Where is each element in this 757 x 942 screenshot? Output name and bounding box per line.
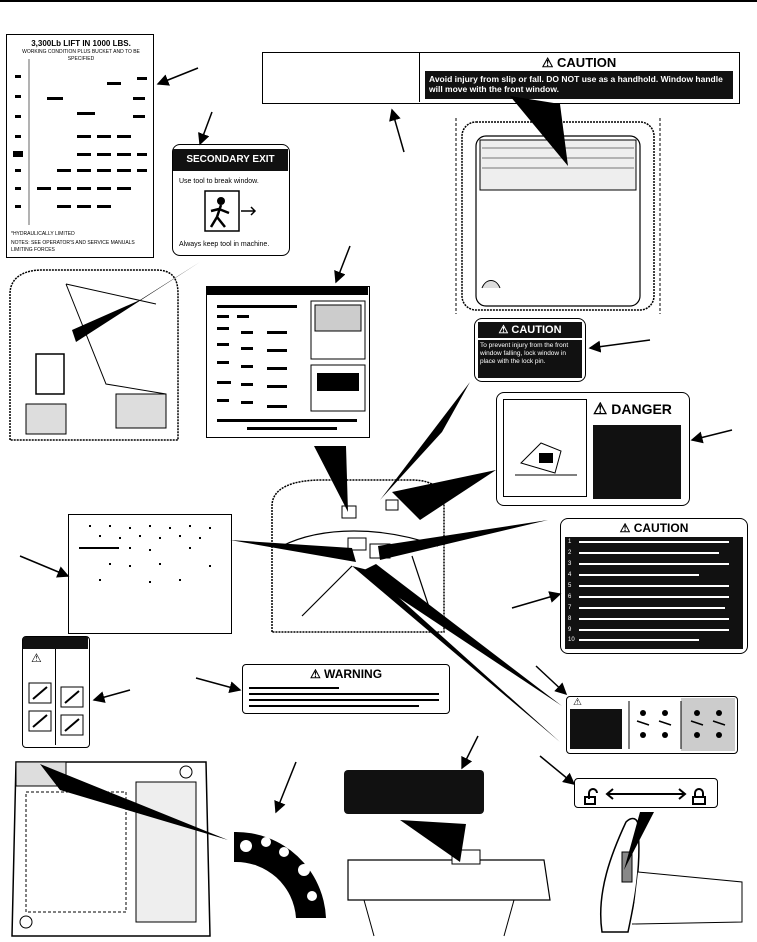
caution-item-6: 6 (568, 594, 572, 600)
caution-latch-text: To prevent injury from the front window … (478, 340, 582, 378)
pictogram-alert-icon: ⚠ (31, 651, 42, 665)
warning-triangle-icon: ⚠ (498, 324, 509, 336)
caution-item-5: 5 (568, 583, 572, 589)
lock-direction-label (574, 778, 718, 808)
caution-list-title: ⚠ CAUTION (563, 521, 745, 535)
dotted-pattern (79, 525, 211, 583)
danger-pictogram-panel (503, 399, 587, 497)
warning-decal: ⚠ WARNING (242, 664, 450, 714)
exit-person-icon (204, 190, 257, 232)
caution-item-10: 10 (568, 637, 575, 643)
danger-decal: ⚠ DANGER (496, 392, 690, 506)
danger-text-block (593, 425, 681, 499)
lock-direction-icons (584, 788, 706, 805)
control-pictogram-shaded (681, 698, 735, 751)
danger-title-text: DANGER (611, 401, 672, 417)
caution-window-title-text: CAUTION (557, 55, 617, 70)
control-pictogram-icons (628, 701, 726, 749)
caution-item-8: 8 (568, 616, 572, 622)
lift-chart-footer-1: NOTES: SEE OPERATOR'S AND SERVICE MANUAL… (11, 240, 135, 246)
caution-window-text: Avoid injury from slip or fall. DO NOT u… (425, 71, 733, 99)
lift-chart-grid (13, 59, 147, 225)
attachment-chart-decal (206, 286, 370, 438)
caution-latch-title-text: CAUTION (511, 324, 562, 336)
pictogram-strip-decal: ⚠ (22, 636, 90, 748)
lift-chart-footer-2: LIMITING FORCES (11, 247, 55, 253)
caution-item-1: 1 (568, 539, 572, 545)
header-rule (0, 0, 757, 2)
caution-window-decal: ⚠ CAUTION Avoid injury from slip or fall… (262, 52, 740, 104)
machine-top-view-drawing (11, 761, 211, 937)
caution-list-lines (579, 541, 729, 641)
blank-label-frame (263, 53, 420, 102)
pictogram-divider (55, 649, 56, 745)
warning-title: ⚠ WARNING (245, 667, 447, 681)
lock-icon (692, 788, 706, 805)
unlock-icon (584, 788, 598, 805)
joystick-drawing (600, 817, 743, 933)
lift-chart-title: 3,300Lb LIFT IN 1000 LBS. (31, 39, 131, 48)
black-decal (344, 770, 484, 814)
warning-triangle-icon: ⚠ (619, 521, 631, 535)
lift-chart-footer-note: *HYDRAULICALLY LIMITED (11, 231, 75, 237)
caution-item-7: 7 (568, 605, 572, 611)
secondary-exit-title: SECONDARY EXIT (173, 149, 288, 171)
cab-interior-left-drawing (9, 269, 179, 441)
caution-item-3: 3 (568, 561, 572, 567)
warning-triangle-icon: ⚠ (309, 667, 321, 681)
lift-chart-decal: 3,300Lb LIFT IN 1000 LBS. WORKING CONDIT… (6, 34, 154, 258)
attachment-chart-content (207, 287, 368, 430)
caution-list-body: 1 2 3 4 5 6 7 8 9 10 (565, 537, 743, 649)
warning-text-lines (249, 687, 439, 707)
caution-item-9: 9 (568, 627, 572, 633)
lift-chart-subtitle: WORKING CONDITION PLUS BUCKET AND TO BE … (22, 49, 140, 62)
secondary-exit-line2: Always keep tool in machine. (179, 241, 270, 248)
pictogram-header (23, 637, 88, 649)
danger-title: ⚠ DANGER (593, 399, 683, 419)
danger-triangle-icon: ⚠ (593, 401, 608, 418)
caution-list-title-text: CAUTION (633, 521, 689, 535)
warning-triangle-icon: ⚠ (541, 55, 554, 70)
control-pictogram-dark-panel (570, 709, 622, 749)
control-pictogram-decal: ⚠ (566, 696, 738, 754)
caution-item-4: 4 (568, 572, 572, 578)
pictogram-icons (28, 682, 84, 736)
caution-latch-decal: ⚠ CAUTION To prevent injury from the fro… (474, 318, 586, 382)
caution-window-title: ⚠ CAUTION (423, 55, 735, 71)
secondary-exit-line1: Use tool to break window. (179, 178, 259, 185)
secondary-exit-decal: SECONDARY EXIT Use tool to break window.… (172, 144, 290, 256)
caution-list-decal: ⚠ CAUTION 1 2 3 4 5 6 7 8 9 10 (560, 518, 748, 654)
caution-latch-title: ⚠ CAUTION (478, 322, 582, 338)
control-pictogram-alert-icon: ⚠ (573, 697, 582, 708)
caution-item-2: 2 (568, 550, 572, 556)
right-side-cab-decal (68, 514, 232, 634)
crush-hazard-icon (515, 442, 577, 476)
cab-front-window-drawing (455, 118, 661, 314)
warning-title-text: WARNING (324, 667, 383, 681)
key-switch-decal (234, 831, 326, 918)
